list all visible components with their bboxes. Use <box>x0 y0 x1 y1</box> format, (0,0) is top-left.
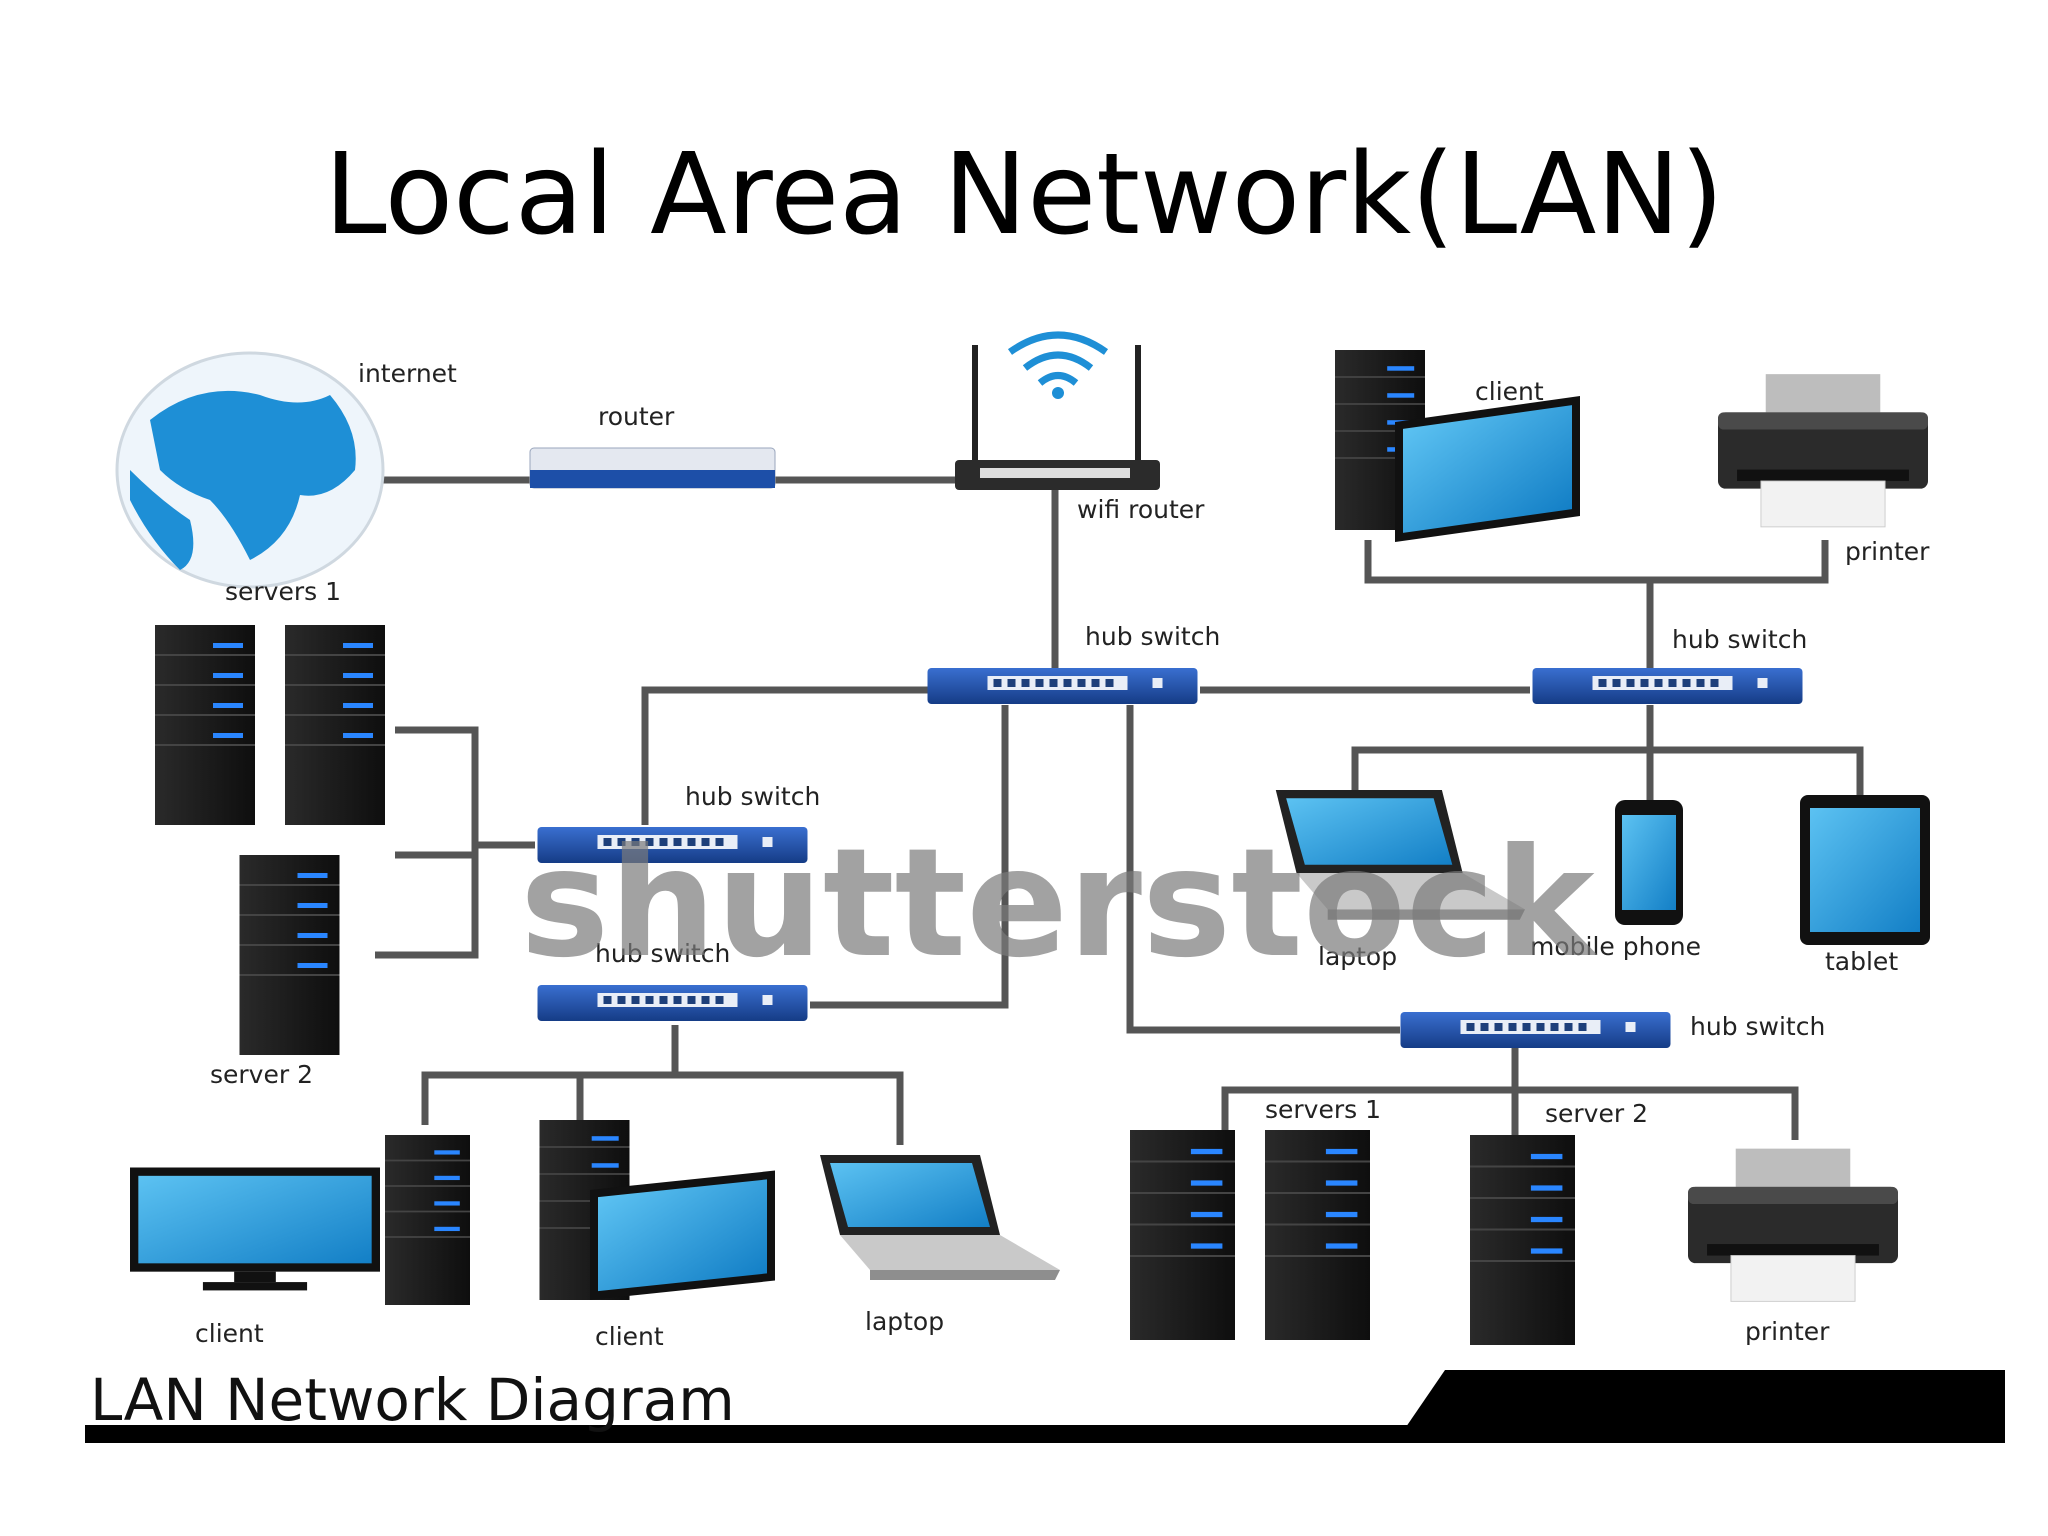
printer-bottom-label: printer <box>1745 1317 1830 1346</box>
wifi-router-label: wifi router <box>1077 495 1205 524</box>
network-cables <box>370 476 1864 1150</box>
printer-bottom-icon <box>1688 1148 1898 1302</box>
tablet-icon <box>1800 795 1930 945</box>
wifi-router-icon <box>955 331 1160 490</box>
hub-switch-bottom-right-icon <box>1400 1012 1671 1048</box>
globe-icon <box>115 351 385 589</box>
servers1-bottom-label: servers 1 <box>1265 1095 1381 1124</box>
hub-switch-left-upper-label: hub switch <box>685 782 820 811</box>
client-bottom-1-label: client <box>195 1319 264 1348</box>
server2-left-label: server 2 <box>210 1060 313 1089</box>
client-bottom-2-icon <box>538 1120 775 1300</box>
servers1-bottom-icon <box>1128 1130 1372 1340</box>
laptop-right-label: laptop <box>1318 942 1397 971</box>
tablet-label: tablet <box>1825 947 1898 976</box>
laptop-bottom-icon <box>820 1155 1060 1280</box>
footer-title: LAN Network Diagram <box>90 1366 735 1434</box>
watermark: shutterstock <box>520 817 1598 991</box>
internet-label: internet <box>358 359 457 388</box>
hub-switch-bottom-right-label: hub switch <box>1690 1012 1825 1041</box>
server2-bottom-icon <box>1468 1135 1577 1345</box>
hub-switch-main-icon <box>927 668 1198 704</box>
mobile-phone-label: mobile phone <box>1530 932 1701 961</box>
client-bottom-2-label: client <box>595 1322 664 1351</box>
servers1-left-icon <box>153 625 387 825</box>
mobile-phone-icon <box>1615 800 1683 925</box>
printer-top-icon <box>1718 373 1928 528</box>
servers1-left-label: servers 1 <box>225 577 341 606</box>
client-top-icon <box>1333 350 1580 542</box>
printer-top-label: printer <box>1845 537 1930 566</box>
footer-band <box>85 1370 2005 1443</box>
client-bottom-1-icon <box>130 1135 472 1305</box>
client-top-label: client <box>1475 377 1544 406</box>
hub-switch-main-label: hub switch <box>1085 622 1220 651</box>
router-icon <box>529 447 776 489</box>
hub-switch-left-lower-label: hub switch <box>595 939 730 968</box>
laptop-bottom-label: laptop <box>865 1307 944 1336</box>
hub-switch-right-label: hub switch <box>1672 625 1807 654</box>
server2-left-icon <box>238 855 341 1055</box>
slide-title: Local Area Network(LAN) <box>324 130 1724 260</box>
server2-bottom-label: server 2 <box>1545 1099 1648 1128</box>
hub-switch-right-icon <box>1532 668 1803 704</box>
router-label: router <box>598 402 675 431</box>
